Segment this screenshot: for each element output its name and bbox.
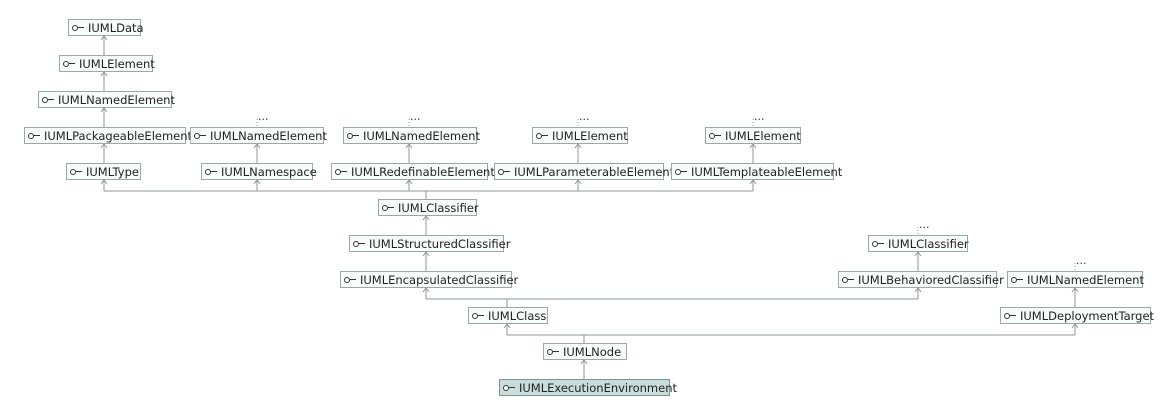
interface-icon xyxy=(498,168,510,175)
type-node-label: IUMLExecutionEnvironment xyxy=(519,380,678,395)
interface-icon xyxy=(472,312,484,319)
type-node-iumlclassifier[interactable]: IUMLClassifier xyxy=(378,199,479,216)
type-node-iumltype[interactable]: IUMLType xyxy=(66,163,141,180)
type-node-iumldeploymenttarget[interactable]: IUMLDeploymentTarget xyxy=(1000,307,1155,324)
type-node-label: IUMLType xyxy=(86,164,139,179)
interface-icon xyxy=(194,132,206,139)
type-node-iumlelement[interactable]: IUMLElement xyxy=(532,127,628,144)
type-node-label: IUMLClassifier xyxy=(398,200,479,215)
interface-icon xyxy=(335,168,347,175)
type-node-label: IUMLNamespace xyxy=(221,164,317,179)
type-node-iumlredefinableelement[interactable]: IUMLRedefinableElement xyxy=(331,163,495,180)
type-node-label: IUMLEncapsulatedClassifier xyxy=(360,272,519,287)
interface-icon xyxy=(382,204,394,211)
interface-icon xyxy=(536,132,548,139)
type-node-iumlnamedelement[interactable]: IUMLNamedElement xyxy=(38,91,175,108)
type-node-label: IUMLElement xyxy=(552,128,628,143)
interface-icon xyxy=(503,384,515,391)
interface-icon xyxy=(872,240,884,247)
interface-icon xyxy=(28,132,40,139)
interface-icon xyxy=(842,276,854,283)
type-node-iumlclass[interactable]: IUMLClass xyxy=(468,307,548,324)
type-node-iumlelement[interactable]: IUMLElement xyxy=(59,55,155,72)
type-node-label: IUMLPackageableElement xyxy=(44,128,193,143)
more-supertypes-ellipsis[interactable]: ... xyxy=(1076,254,1087,267)
type-node-label: IUMLClassifier xyxy=(888,236,969,251)
type-node-iumlencapsulatedclassifier[interactable]: IUMLEncapsulatedClassifier xyxy=(340,271,518,288)
type-node-iumlparameterableelement[interactable]: IUMLParameterableElement xyxy=(494,163,674,180)
interface-icon xyxy=(72,24,84,31)
interface-icon xyxy=(709,132,721,139)
type-node-iumlclassifier[interactable]: IUMLClassifier xyxy=(868,235,969,252)
more-supertypes-ellipsis[interactable]: ... xyxy=(410,110,421,123)
type-node-iumlelement[interactable]: IUMLElement xyxy=(705,127,801,144)
type-node-iumlpackageableelement[interactable]: IUMLPackageableElement xyxy=(24,127,192,144)
type-node-iumlnamedelement[interactable]: IUMLNamedElement xyxy=(1007,271,1144,288)
type-node-iumlexecutionenvironment-selected[interactable]: IUMLExecutionEnvironment xyxy=(499,379,677,396)
type-node-label: IUMLBehavioredClassifier xyxy=(858,272,1004,287)
interface-icon xyxy=(1004,312,1016,319)
interface-icon xyxy=(42,96,54,103)
type-node-iumlnamedelement[interactable]: IUMLNamedElement xyxy=(190,127,327,144)
type-node-label: IUMLParameterableElement xyxy=(514,164,675,179)
more-supertypes-ellipsis[interactable]: ... xyxy=(754,110,765,123)
type-node-iumlbehavioredclassifier[interactable]: IUMLBehavioredClassifier xyxy=(838,271,1004,288)
type-node-label: IUMLNode xyxy=(563,344,622,359)
interface-icon xyxy=(63,60,75,67)
interface-icon xyxy=(1011,276,1023,283)
more-supertypes-ellipsis[interactable]: ... xyxy=(919,218,930,231)
interface-icon xyxy=(344,276,356,283)
more-supertypes-ellipsis[interactable]: ... xyxy=(579,110,590,123)
type-node-iumlnamedelement[interactable]: IUMLNamedElement xyxy=(343,127,480,144)
interface-icon xyxy=(347,132,359,139)
type-node-label: IUMLNamedElement xyxy=(363,128,480,143)
type-node-label: IUMLRedefinableElement xyxy=(351,164,495,179)
type-node-iumlnamespace[interactable]: IUMLNamespace xyxy=(201,163,317,180)
interface-icon xyxy=(353,240,365,247)
type-node-iumldata[interactable]: IUMLData xyxy=(68,19,144,36)
type-node-iumlnode[interactable]: IUMLNode xyxy=(543,343,627,360)
type-node-label: IUMLTemplateableElement xyxy=(691,164,843,179)
interface-icon xyxy=(547,348,559,355)
more-supertypes-ellipsis[interactable]: ... xyxy=(258,110,269,123)
type-node-iumltemplateableelement[interactable]: IUMLTemplateableElement xyxy=(671,163,842,180)
type-node-label: IUMLElement xyxy=(725,128,801,143)
type-node-label: IUMLDeploymentTarget xyxy=(1020,308,1155,323)
type-node-label: IUMLElement xyxy=(79,56,155,71)
interface-icon xyxy=(675,168,687,175)
interface-icon xyxy=(205,168,217,175)
interface-icon xyxy=(70,168,82,175)
type-node-label: IUMLNamedElement xyxy=(1027,272,1144,287)
type-node-iumlstructuredclassifier[interactable]: IUMLStructuredClassifier xyxy=(349,235,510,252)
type-node-label: IUMLNamedElement xyxy=(210,128,327,143)
type-node-label: IUMLData xyxy=(88,20,144,35)
type-node-label: IUMLStructuredClassifier xyxy=(369,236,511,251)
type-node-label: IUMLClass xyxy=(488,308,547,323)
type-node-label: IUMLNamedElement xyxy=(58,92,175,107)
